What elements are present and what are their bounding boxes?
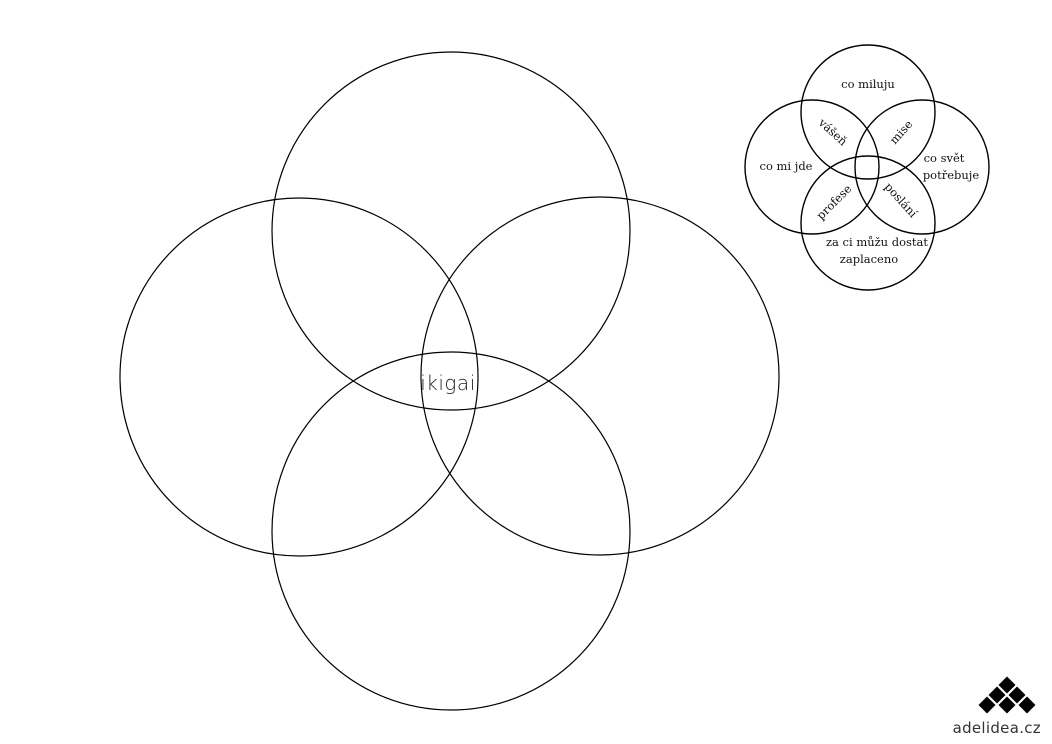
brand-logo: adelidea.cz (953, 676, 1041, 737)
logo-diamond-top (998, 676, 1016, 694)
legend-diagram: co miluju co mi jde co svět potřebuje za… (744, 44, 990, 291)
brand-text[interactable]: adelidea.cz (953, 719, 1041, 737)
legend-circle-left (744, 99, 880, 235)
logo-diamond-bottom-right (1018, 696, 1036, 714)
logo-diamond-bottom-left (978, 696, 996, 714)
logo-diamond-mid-right (1008, 686, 1026, 704)
legend-circle-right (854, 99, 990, 235)
main-circle-bottom (271, 351, 631, 711)
legend-label-top: co miluju (841, 77, 895, 91)
legend-label-left: co mi jde (760, 159, 813, 173)
legend-circle-top (800, 44, 936, 180)
legend-label-bottom-line2: zaplaceno (840, 252, 898, 266)
legend-circle-bottom (800, 155, 936, 291)
legend-label-bottom-left-overlap: profese (814, 182, 855, 223)
main-circle-top (271, 51, 631, 411)
main-circle-right (420, 196, 780, 556)
main-diagram: ikigai (119, 51, 780, 711)
logo-diamond-bottom-center (998, 696, 1016, 714)
ikigai-center-label: ikigai (420, 371, 476, 395)
legend-label-right-line1: co svět (924, 151, 965, 165)
main-circle-left (119, 197, 479, 557)
legend-label-right-line2: potřebuje (923, 168, 980, 182)
legend-label-bottom-right-overlap: poslání (882, 180, 921, 221)
legend-label-top-left-overlap: vášeň (815, 115, 850, 149)
legend-label-bottom-line1: za ci můžu dostat (826, 235, 928, 249)
logo-diamond-mid-left (988, 686, 1006, 704)
legend-label-top-right-overlap: mise (887, 117, 916, 147)
